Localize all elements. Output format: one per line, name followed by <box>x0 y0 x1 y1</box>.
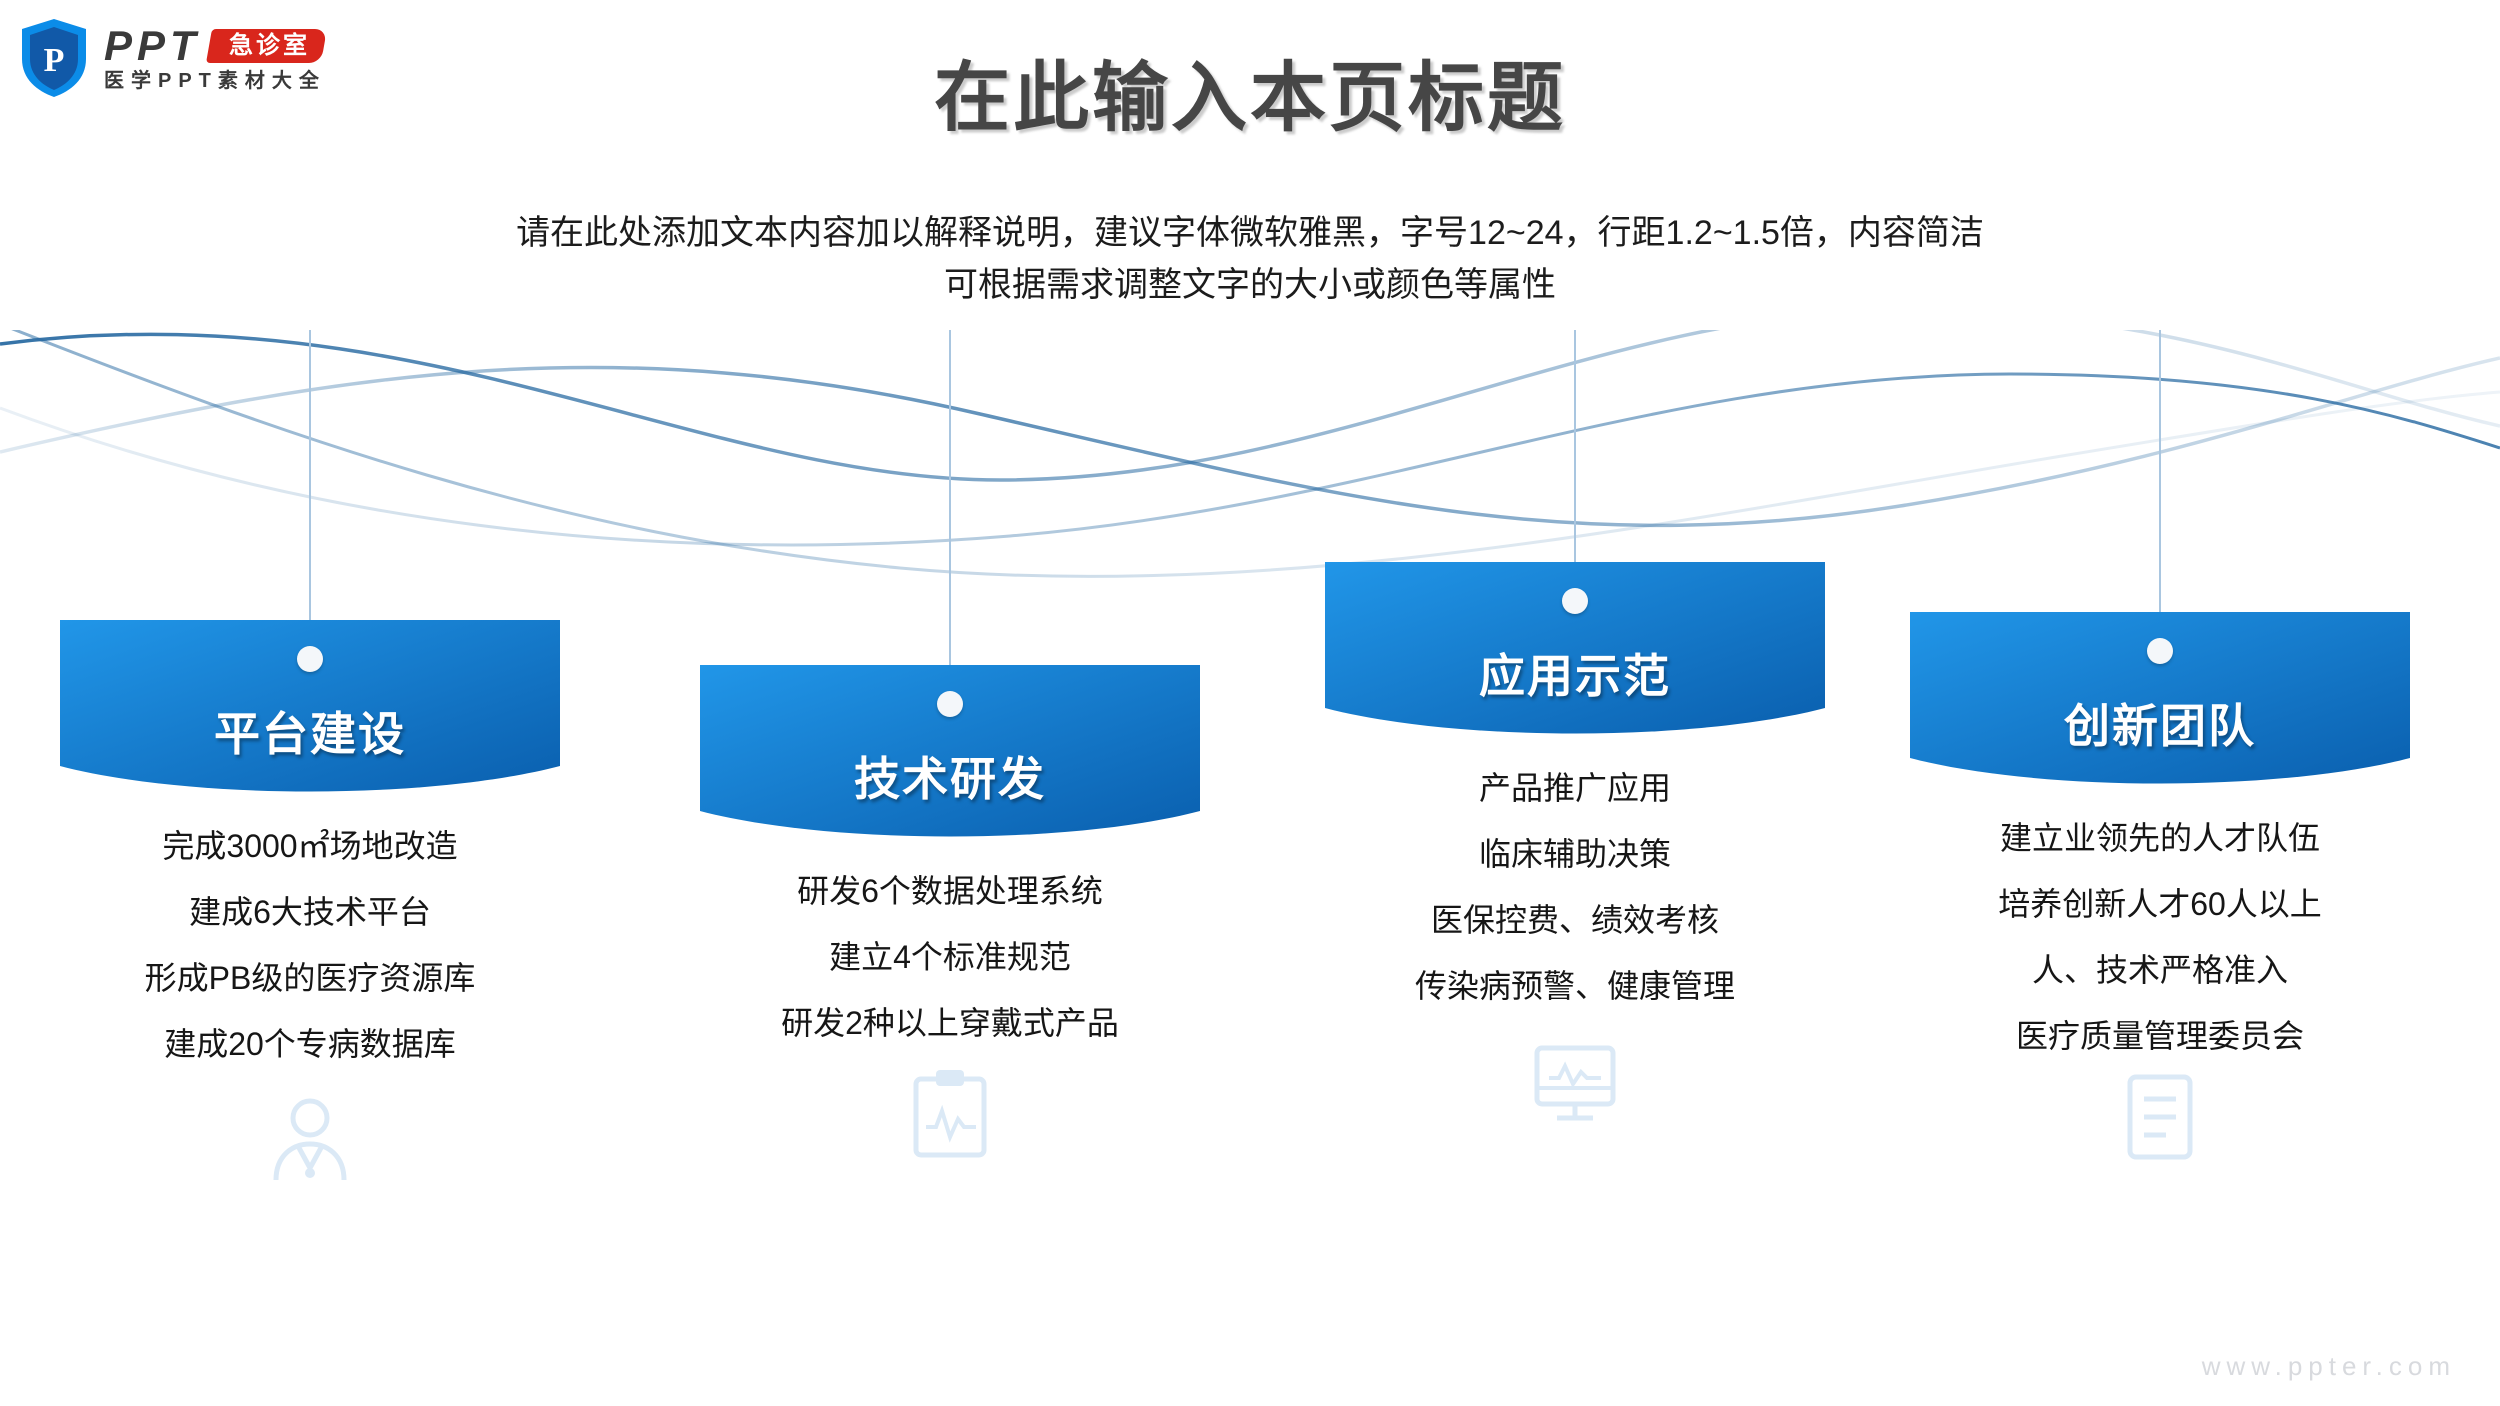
card-banner[interactable]: 技术研发 <box>700 665 1200 841</box>
page-subtitle-line-1: 请在此处添加文本内容加以解释说明，建议字体微软雅黑，字号12~24，行距1.2~… <box>516 214 1984 252</box>
logo-wordmark: PPT <box>104 22 201 69</box>
document-list-icon <box>2127 1074 2193 1160</box>
card-body: 完成3000㎡场地改造 建成6大技术平台 形成PB级的医疗资源库 建成20个专病… <box>60 830 560 1060</box>
card-stem <box>949 330 951 665</box>
card-line: 建成6大技术平台 <box>189 894 431 930</box>
card-body: 研发6个数据处理系统 建立4个标准规范 研发2种以上穿戴式产品 <box>700 875 1200 1039</box>
monitor-icon <box>1534 1045 1616 1121</box>
card-body: 建立业领先的人才队伍 培养创新人才60人以上 人、技术严格准入 医疗质量管理委员… <box>1910 822 2410 1052</box>
card-line: 产品推广应用 <box>1478 770 1671 806</box>
card-rnd[interactable]: 技术研发 研发6个数据处理系统 建立4个标准规范 研发2种以上穿戴式产品 <box>700 330 1200 1158</box>
footer-watermark: www.ppter.com <box>2201 1351 2456 1381</box>
card-line: 传染病预警、健康管理 <box>1414 968 1735 1004</box>
card-line: 医保控费、绩效考核 <box>1430 902 1719 938</box>
card-team[interactable]: 创新团队 建立业领先的人才队伍 培养创新人才60人以上 人、技术严格准入 医疗质… <box>1910 330 2410 1160</box>
card-line: 建立业领先的人才队伍 <box>1999 820 2320 856</box>
decorative-wave-lines <box>0 330 2500 578</box>
card-banner[interactable]: 应用示范 <box>1325 562 1825 738</box>
logo-tagline: 医学PPT素材大全 <box>104 70 326 92</box>
card-line: 形成PB级的医疗资源库 <box>144 960 476 996</box>
card-body: 产品推广应用 临床辅助决策 医保控费、绩效考核 传染病预警、健康管理 <box>1325 772 1825 1002</box>
page-subtitle: 请在此处添加文本内容加以解释说明，建议字体微软雅黑，字号12~24，行距1.2~… <box>0 208 2500 311</box>
card-title: 平台建设 <box>214 708 406 760</box>
clipboard-chart-icon <box>913 1070 987 1158</box>
card-title: 技术研发 <box>854 753 1046 805</box>
card-line: 研发2种以上穿戴式产品 <box>781 1005 1119 1041</box>
card-line: 建成20个专病数据库 <box>164 1026 456 1062</box>
card-line: 人、技术严格准入 <box>2031 952 2288 988</box>
svg-text:P: P <box>44 42 65 79</box>
page-subtitle-line-2: 可根据需求调整文字的大小或颜色等属性 <box>944 265 1556 304</box>
doctor-icon <box>273 1098 347 1181</box>
card-title: 创新团队 <box>2064 700 2256 752</box>
brand-logo: P PPT 急诊室 医学PPT素材大全 <box>18 14 418 102</box>
card-stem <box>1574 330 1576 562</box>
card-stem <box>2159 330 2161 612</box>
shield-logo-icon: P <box>18 17 90 99</box>
card-line: 医疗质量管理委员会 <box>2015 1018 2304 1054</box>
card-line: 临床辅助决策 <box>1478 836 1671 872</box>
card-anchor-dot <box>2147 638 2173 664</box>
card-line: 建立4个标准规范 <box>829 939 1071 975</box>
card-banner[interactable]: 平台建设 <box>60 620 560 796</box>
card-banner[interactable]: 创新团队 <box>1910 612 2410 788</box>
card-stem <box>309 330 311 620</box>
card-anchor-dot <box>297 646 323 672</box>
page-title: 在此输入本页标题 <box>934 56 1566 141</box>
card-line: 研发6个数据处理系统 <box>797 873 1103 909</box>
card-anchor-dot <box>1562 588 1588 614</box>
card-line: 完成3000㎡场地改造 <box>162 828 458 864</box>
card-anchor-dot <box>937 691 963 717</box>
card-title: 应用示范 <box>1479 650 1671 702</box>
card-line: 培养创新人才60人以上 <box>1998 886 2322 922</box>
card-application[interactable]: 应用示范 产品推广应用 临床辅助决策 医保控费、绩效考核 传染病预警、健康管理 <box>1325 330 1825 1121</box>
card-platform[interactable]: 平台建设 完成3000㎡场地改造 建成6大技术平台 形成PB级的医疗资源库 建成… <box>60 330 560 1181</box>
